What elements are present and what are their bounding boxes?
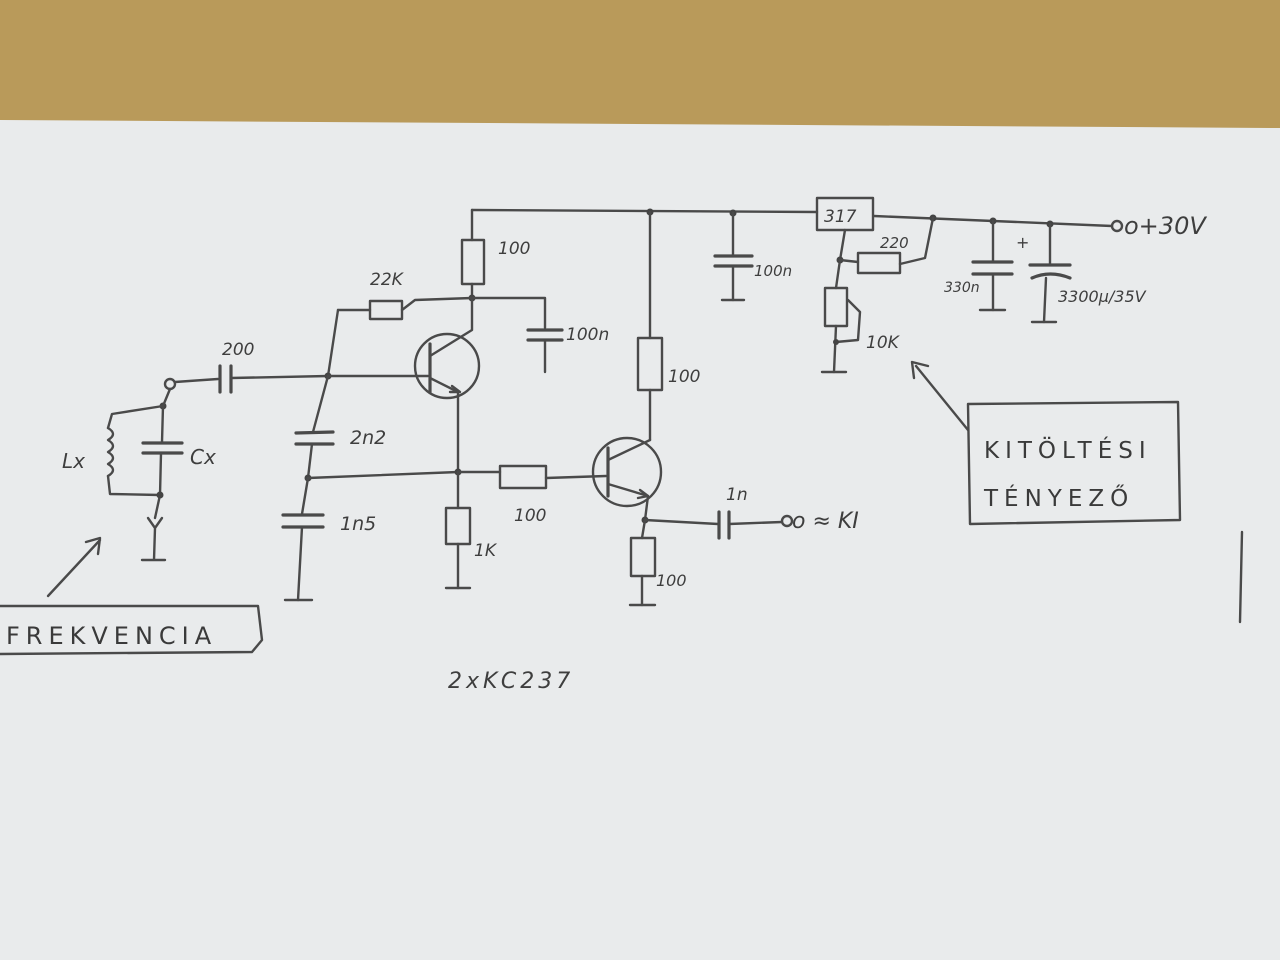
label-c-decouple-1: 100n — [566, 325, 609, 345]
label-transistors: 2xKC237 — [448, 669, 574, 694]
label-r-base-2: 100 — [514, 506, 546, 526]
capacitor-decouple-2 — [713, 211, 754, 302]
resistor-collector-2 — [636, 210, 664, 442]
label-c-2n2: 2n2 — [350, 427, 386, 449]
label-r-emitter-1: 1K — [474, 541, 498, 561]
capacitor-output — [643, 510, 794, 540]
capacitor-decouple-1 — [470, 296, 564, 374]
label-frekvencia: FREKVENCIA — [6, 622, 217, 650]
label-pot-10k: 10K — [866, 333, 901, 353]
label-supply: o+30V — [1124, 212, 1207, 240]
paper-sheet — [0, 120, 1280, 960]
transistor-q1 — [326, 296, 481, 472]
label-r-collector-2: 100 — [668, 367, 700, 387]
label-r-emitter-2: 100 — [656, 571, 687, 590]
label-r-bias: 22K — [370, 270, 405, 290]
capacitor-1n5 — [281, 476, 325, 602]
resistor-bias — [326, 296, 474, 378]
capacitor-input — [163, 364, 330, 394]
label-c-bulk: 3300μ/35V — [1058, 287, 1147, 306]
label-cx: Cx — [190, 445, 216, 469]
label-regulator: 317 — [824, 207, 857, 227]
frekvencia-note — [0, 536, 264, 656]
pencil-mark — [1238, 530, 1244, 624]
capacitor-330n — [971, 219, 1014, 312]
regulator-317 — [815, 196, 875, 262]
transistor-q2 — [591, 436, 663, 522]
label-lx: Lx — [62, 449, 85, 473]
kitoltesi-note — [910, 360, 1182, 526]
label-r-220: 220 — [880, 234, 909, 252]
label-tenyezo: TÉNYEZŐ — [983, 484, 1134, 512]
resistor-base-2 — [456, 464, 608, 490]
resistor-emitter-2 — [628, 518, 657, 607]
potentiometer-10k — [820, 258, 862, 374]
label-plus: + — [1016, 233, 1029, 252]
label-c-decouple-2: 100n — [754, 262, 792, 280]
label-output: o ≈ KI — [792, 509, 859, 534]
capacitor-2n2 — [294, 374, 335, 480]
label-c-input: 200 — [222, 340, 254, 360]
label-kitoltesi: KITÖLTÉSI — [984, 436, 1152, 464]
resistor-220 — [838, 216, 935, 275]
label-c-output: 1n — [726, 485, 748, 505]
wire-feedback — [306, 470, 460, 480]
label-c-330n: 330n — [944, 280, 980, 296]
label-c-1n5: 1n5 — [340, 513, 376, 535]
resistor-emitter-1 — [444, 470, 472, 590]
capacitor-3300u — [1028, 222, 1072, 324]
label-r1: 100 — [498, 239, 530, 259]
tank-circuit — [106, 387, 184, 562]
